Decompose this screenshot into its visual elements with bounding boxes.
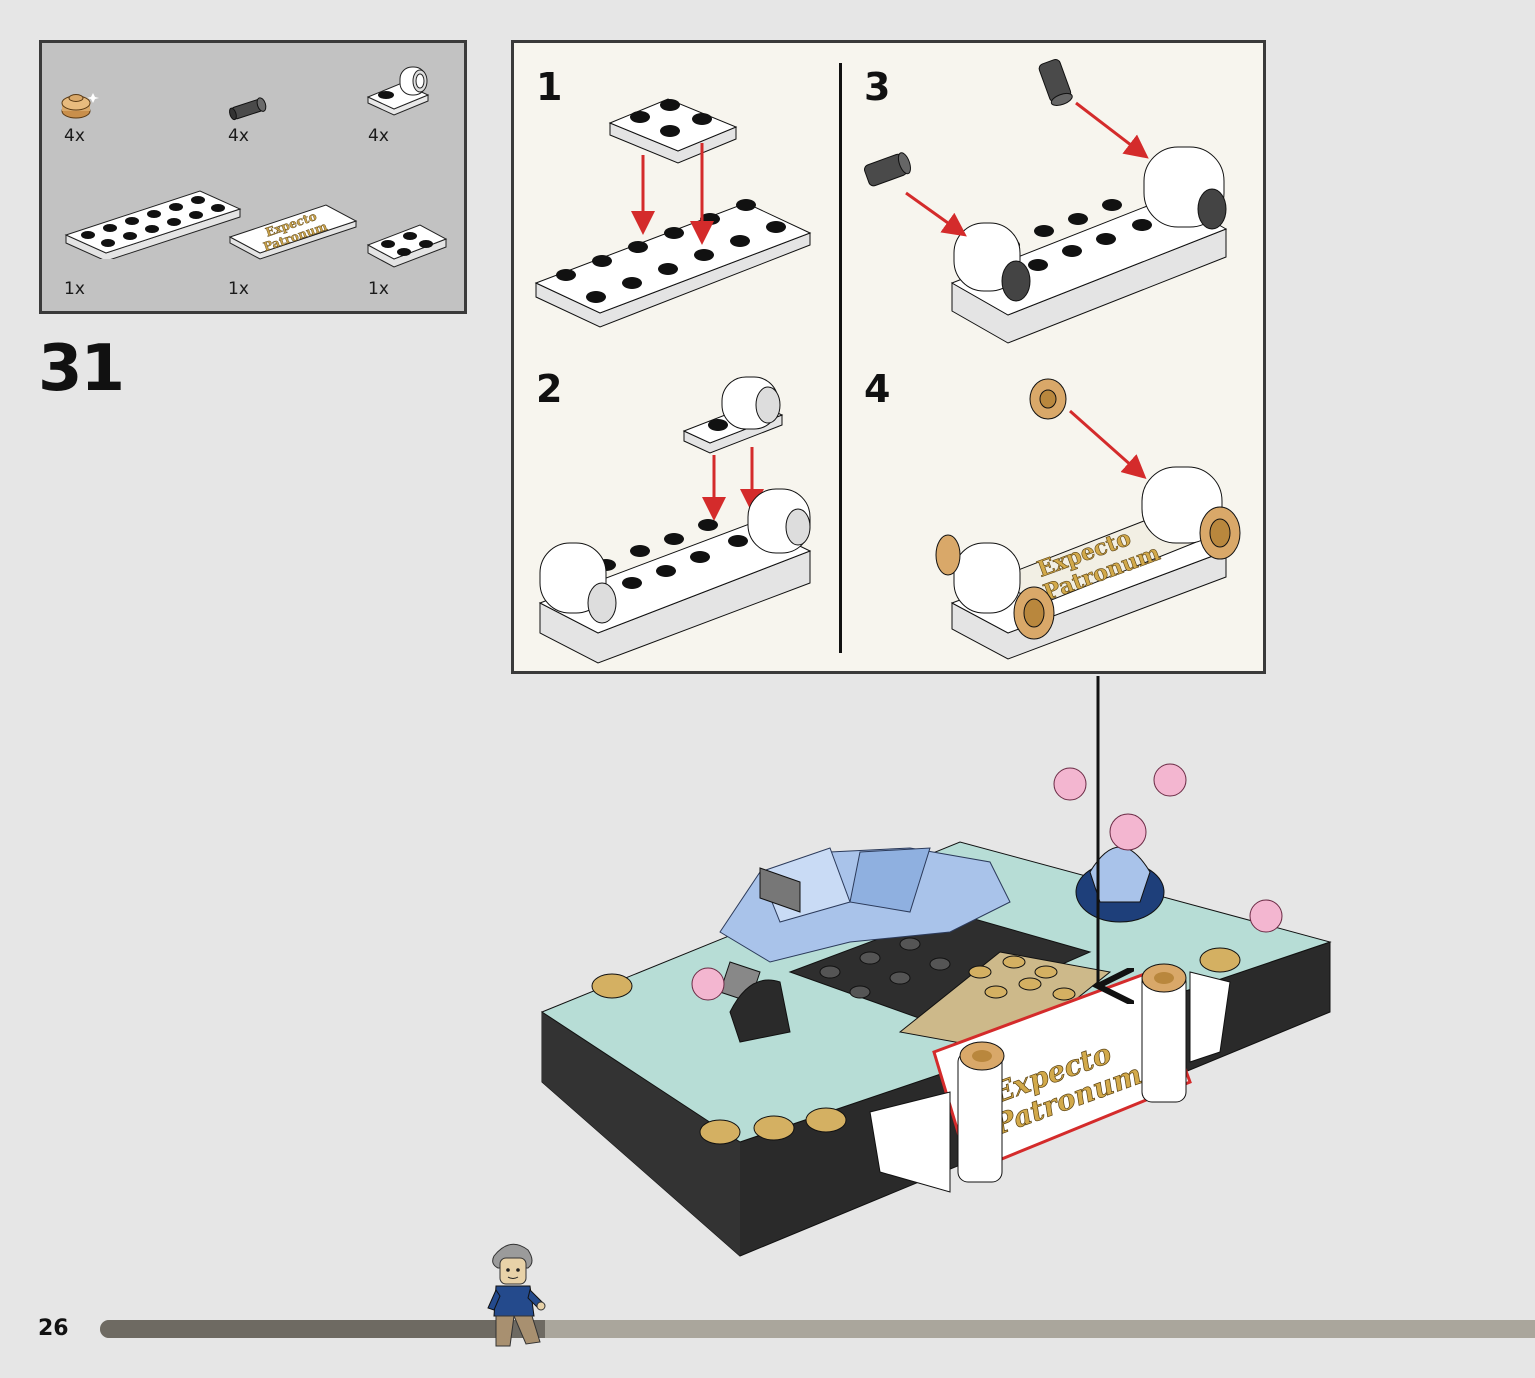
step-number: 31 (38, 332, 125, 406)
main-model-illustration: Expecto Patronum (540, 676, 1332, 1257)
step2-illustration (538, 376, 812, 664)
part-qty: 4x (228, 126, 249, 146)
printed-tile-icon: Expecto Patronum (228, 204, 358, 260)
sub-assembly-panel: 1 2 3 4 (511, 40, 1266, 674)
part-qty: 1x (228, 279, 249, 299)
sub-step-divider (839, 63, 842, 653)
step3-illustration (864, 59, 1228, 344)
plate-2x6-icon (64, 190, 242, 259)
part-qty: 1x (64, 279, 85, 299)
part-qty: 1x (368, 279, 389, 299)
page-number: 26 (38, 1316, 69, 1341)
tan-round-plate-icon (61, 93, 99, 119)
parts-list: 4x 4x 4x 1x Expecto P (39, 40, 467, 314)
sub-step-illustrations: Expecto Patronum (534, 59, 1241, 664)
part-qty: 4x (64, 126, 85, 146)
sub-step-number: 2 (536, 367, 563, 411)
plate-with-hole-icon (366, 66, 430, 116)
progress-bar-fill (100, 1320, 545, 1338)
progress-bar (100, 1320, 1535, 1338)
sub-step-number: 3 (864, 65, 891, 109)
plate-2x2-icon (366, 224, 448, 268)
pin-connector-icon (229, 97, 267, 121)
sub-step-number: 1 (536, 65, 563, 109)
sub-step-number: 4 (864, 367, 891, 411)
part-qty: 4x (368, 126, 389, 146)
step4-illustration: Expecto Patronum (935, 378, 1241, 660)
minifigure-icon (487, 1243, 546, 1347)
step1-illustration (534, 98, 812, 328)
